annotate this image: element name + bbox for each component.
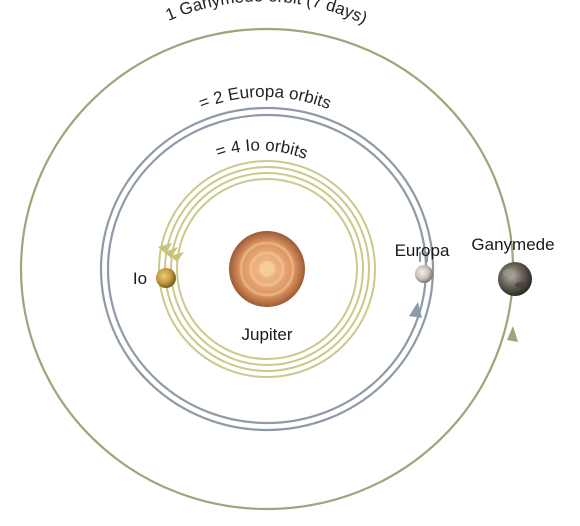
io-orbits-label: = 4 Io orbits [213,135,310,163]
europa-moon [415,265,433,283]
ganymede-label: Ganymede [471,235,554,254]
jupiter-label: Jupiter [241,325,292,344]
io-label: Io [133,269,147,288]
io-orbit-arrow-1 [158,243,172,254]
europa-label: Europa [395,241,450,260]
io-orbit-arrow-3 [170,252,184,262]
io-orbit-arrow-2 [164,247,178,258]
europa-orbit-arrow [409,302,422,318]
ganymede-orbit-arrow [507,326,518,342]
io-orbits-label-text: = 4 Io orbits [213,135,310,163]
ganymede-orbit-label-text: 1 Ganymede orbit (7 days) [163,0,371,28]
jupiter [229,231,305,307]
io-moon [156,268,176,288]
ganymede-orbit-label: 1 Ganymede orbit (7 days) [163,0,371,28]
ganymede-moon [498,262,532,296]
